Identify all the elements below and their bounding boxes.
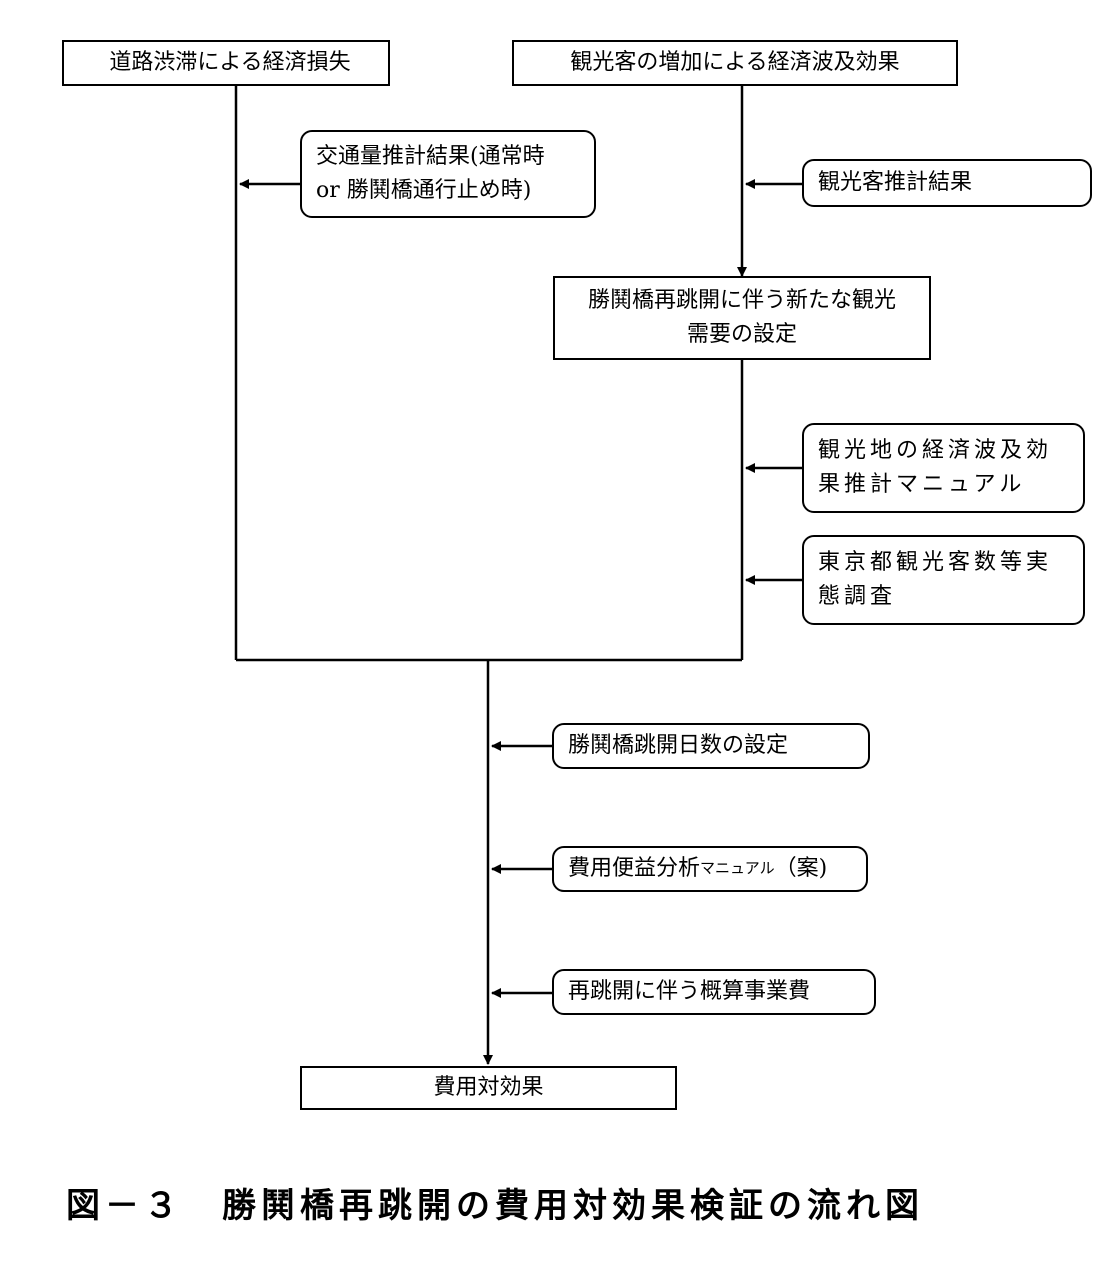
project-cost-box: 再跳開に伴う概算事業費 — [552, 969, 876, 1015]
survey-line2: 態調査 — [818, 584, 897, 609]
figure-caption: 図－３ 勝鬨橋再跳開の費用対効果検証の流れ図 — [66, 1186, 924, 1226]
traffic-estimate-line1: 交通量推計結果(通常時 — [316, 143, 545, 169]
cost-benefit-tail: （案) — [774, 855, 828, 881]
manual-box: 観光地の経済波及効 果推計マニュアル — [802, 423, 1085, 513]
survey-box: 東京都観光客数等実 態調査 — [802, 535, 1085, 625]
tourist-estimate-box: 観光客推計結果 — [802, 159, 1092, 207]
new-demand-line2: 需要の設定 — [686, 322, 797, 347]
tourist-estimate-label: 観光客推計結果 — [818, 169, 973, 195]
tourist-increase-label: 観光客の増加による経済波及効果 — [570, 49, 900, 75]
manual-line1: 観光地の経済波及効 — [818, 437, 1053, 463]
result-box: 費用対効果 — [300, 1066, 677, 1110]
manual-line2: 果推計マニュアル — [818, 472, 1026, 497]
result-label: 費用対効果 — [433, 1074, 544, 1100]
tourist-increase-box: 観光客の増加による経済波及効果 — [512, 40, 958, 86]
road-congestion-box: 道路渋滞による経済損失 — [62, 40, 390, 86]
cost-benefit-box: 費用便益分析マニュアル（案) — [552, 846, 868, 892]
new-demand-box: 勝鬨橋再跳開に伴う新たな観光 需要の設定 — [553, 276, 931, 360]
traffic-estimate-box: 交通量推計結果(通常時 or 勝鬨橋通行止め時) — [300, 130, 596, 218]
traffic-estimate-line2: or 勝鬨橋通行止め時) — [316, 178, 532, 203]
opening-days-label: 勝鬨橋跳開日数の設定 — [568, 732, 789, 758]
opening-days-box: 勝鬨橋跳開日数の設定 — [552, 723, 870, 769]
cost-benefit-small: マニュアル — [700, 859, 775, 878]
new-demand-line1: 勝鬨橋再跳開に伴う新たな観光 — [587, 287, 896, 313]
road-congestion-label: 道路渋滞による経済損失 — [109, 49, 351, 75]
survey-line1: 東京都観光客数等実 — [818, 549, 1053, 575]
cost-benefit-main: 費用便益分析 — [568, 855, 701, 881]
project-cost-label: 再跳開に伴う概算事業費 — [568, 978, 811, 1004]
